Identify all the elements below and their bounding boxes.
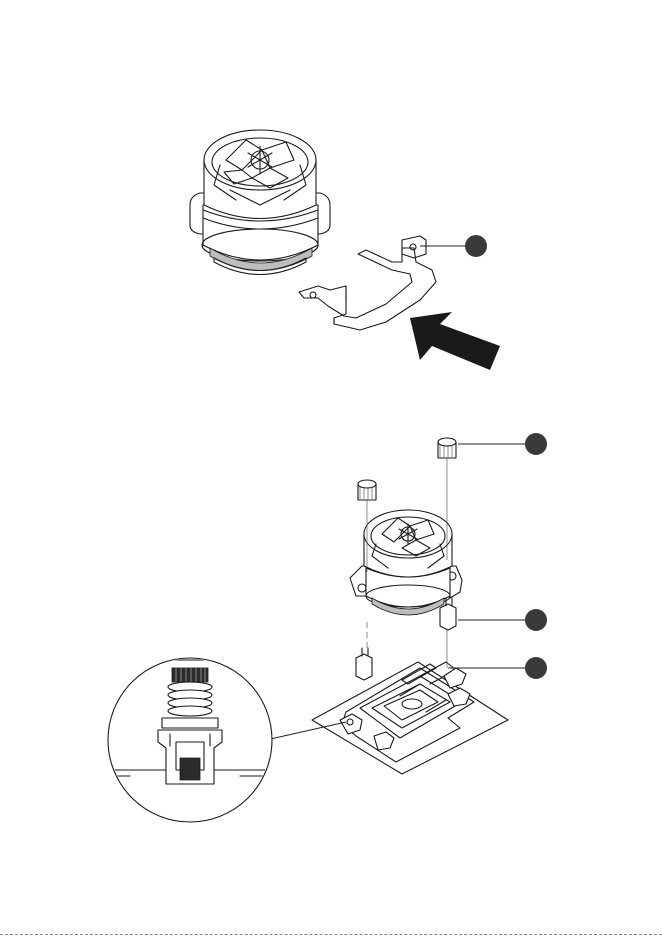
- standoff-left: [356, 648, 372, 680]
- mounting-bracket: [299, 236, 436, 330]
- insert-arrow: [410, 312, 500, 370]
- callout-bracket: [420, 235, 487, 257]
- bottom-panel: [108, 433, 547, 822]
- page-bottom-rule: [0, 934, 662, 935]
- zoom-detail: [108, 658, 272, 822]
- callout-marker: [525, 609, 547, 631]
- callout-standoff: [458, 609, 547, 631]
- callout-marker: [525, 657, 547, 679]
- pump-cooler-top: [190, 130, 330, 275]
- cpu-backplate: [312, 662, 508, 774]
- callout-marker: [525, 433, 547, 455]
- callout-marker: [465, 235, 487, 257]
- top-panel: [190, 130, 500, 370]
- callout-screw: [458, 433, 547, 455]
- spring: [168, 682, 212, 716]
